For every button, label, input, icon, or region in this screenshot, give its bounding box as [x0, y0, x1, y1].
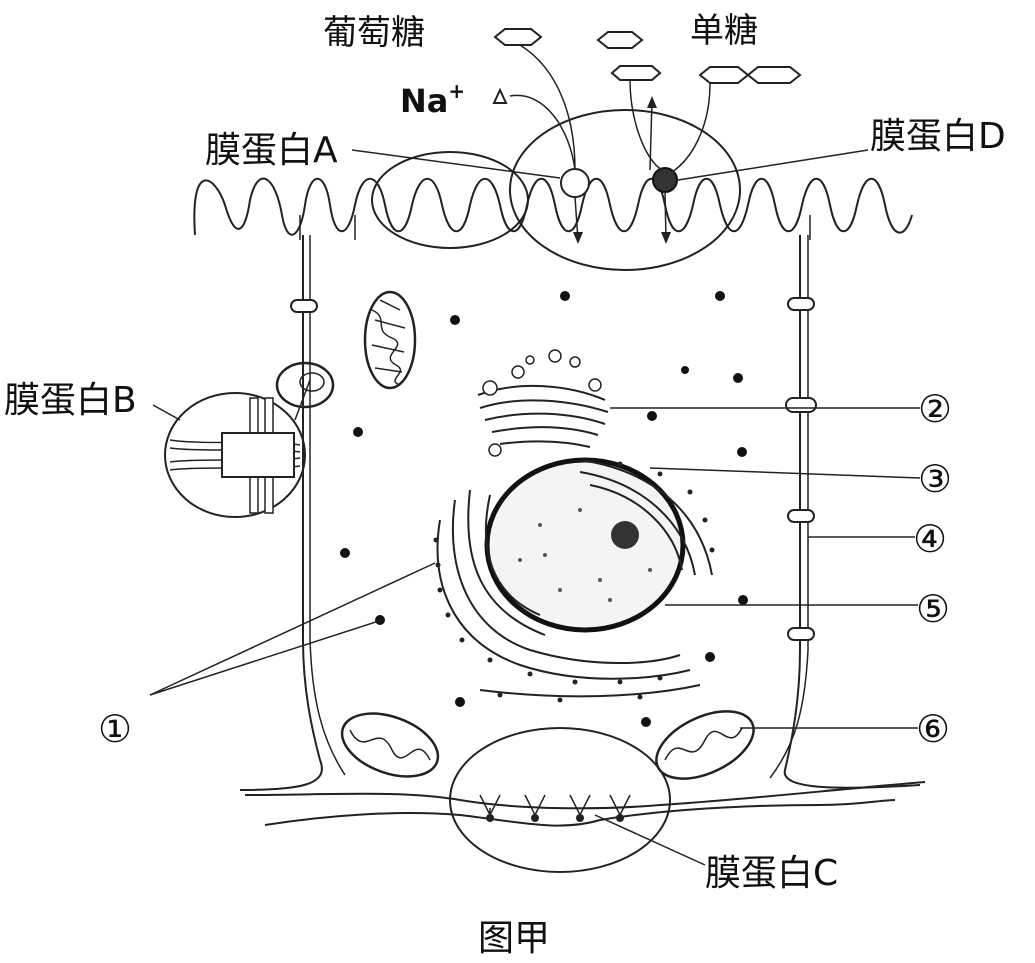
left-lateral-membrane: [239, 235, 323, 791]
glucose-molecule-icon: [493, 28, 543, 46]
protein-c-receptor-icons: [479, 794, 631, 822]
leader-lines: [149, 407, 921, 729]
zoom-circle-apical: [509, 109, 741, 271]
label-number-1: ①: [98, 707, 132, 751]
label-glucose: 葡萄糖: [323, 13, 425, 53]
vesicle: [275, 361, 335, 409]
protein-b-junction-icon: [169, 397, 301, 514]
label-sodium-sup: +: [448, 79, 465, 103]
zoom-circle-protein-b: [164, 392, 306, 518]
protein-d-icon: [652, 167, 678, 193]
mitochondrion-bottom-left: [340, 712, 440, 778]
label-protein-b: 膜蛋白B: [4, 380, 137, 421]
label-number-6: ⑥: [916, 707, 950, 751]
label-protein-a: 膜蛋白A: [205, 130, 338, 171]
apical-membrane: [193, 177, 913, 236]
basement-layer: [264, 799, 896, 827]
label-number-5: ⑤: [916, 587, 950, 631]
label-protein-d: 膜蛋白D: [870, 116, 1006, 157]
figure-caption: 图甲: [478, 918, 550, 959]
monosaccharide-molecule-icons: [596, 31, 802, 84]
label-protein-c: 膜蛋白C: [705, 853, 838, 894]
label-number-4: ④: [913, 517, 947, 561]
protein-a-icon: [560, 168, 590, 198]
label-monosaccharide: 单糖: [690, 11, 758, 51]
golgi-apparatus: [477, 349, 609, 457]
label-number-2: ②: [918, 387, 952, 431]
sodium-ion-icon: [492, 87, 508, 104]
zoom-circle-microvilli: [371, 151, 529, 249]
mitochondrion-top: [363, 290, 417, 390]
junction-knobs: [290, 297, 817, 641]
label-number-3: ③: [918, 457, 952, 501]
basal-membrane: [244, 781, 926, 810]
label-sodium: Na+: [400, 79, 465, 120]
label-sodium-base: Na: [400, 82, 448, 120]
ribosome-dots: [340, 291, 748, 727]
rough-endoplasmic-reticulum: [433, 459, 715, 703]
zoom-circle-protein-c: [449, 727, 671, 873]
